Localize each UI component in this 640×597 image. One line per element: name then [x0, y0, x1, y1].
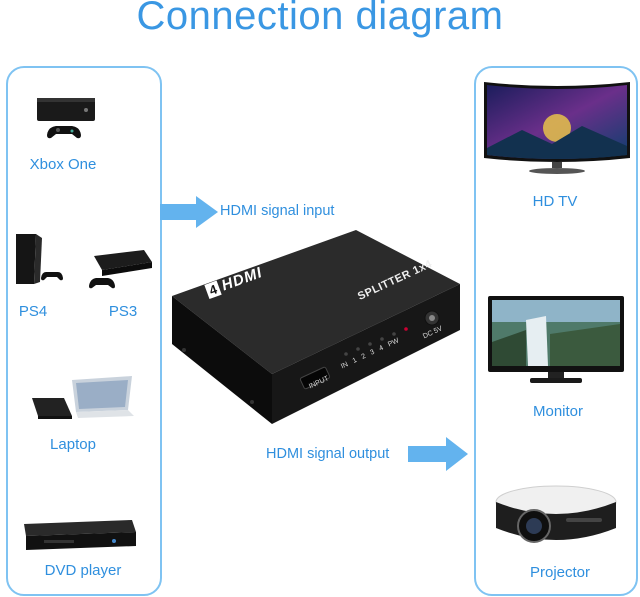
output-arrow-icon — [408, 437, 470, 471]
dvd-player-image — [20, 516, 140, 552]
led-4-label: 4 — [378, 344, 385, 353]
hd-tv-image — [482, 78, 632, 176]
projector-image — [492, 482, 622, 554]
output-arrow-label: HDMI signal output — [266, 446, 390, 462]
input-arrow-label: HDMI signal input — [220, 203, 335, 219]
ps4-label: PS4 — [18, 303, 48, 320]
xbox-one-label: Xbox One — [29, 156, 97, 173]
sources-panel — [6, 66, 162, 596]
monitor-image — [486, 294, 626, 388]
dvd-player-label: DVD player — [44, 562, 122, 579]
laptop-image — [28, 374, 136, 422]
input-arrow-icon — [160, 196, 220, 228]
ps3-label: PS3 — [108, 303, 138, 320]
hd-tv-label: HD TV — [532, 193, 578, 210]
laptop-label: Laptop — [50, 436, 96, 453]
page-title: Connection diagram — [136, 0, 504, 38]
led-3-label: 3 — [369, 348, 376, 357]
monitor-label: Monitor — [532, 403, 584, 420]
ps3-image — [86, 248, 156, 294]
led-2-label: 2 — [360, 352, 367, 361]
hdmi-splitter-device: 4 HDMI SPLITTER 1x4 INPUT IN 1 2 3 4 PW … — [160, 226, 480, 430]
projector-label: Projector — [529, 564, 591, 581]
led-1-label: 1 — [351, 356, 359, 365]
ps4-image — [12, 232, 72, 288]
xbox-one-image — [34, 96, 104, 140]
